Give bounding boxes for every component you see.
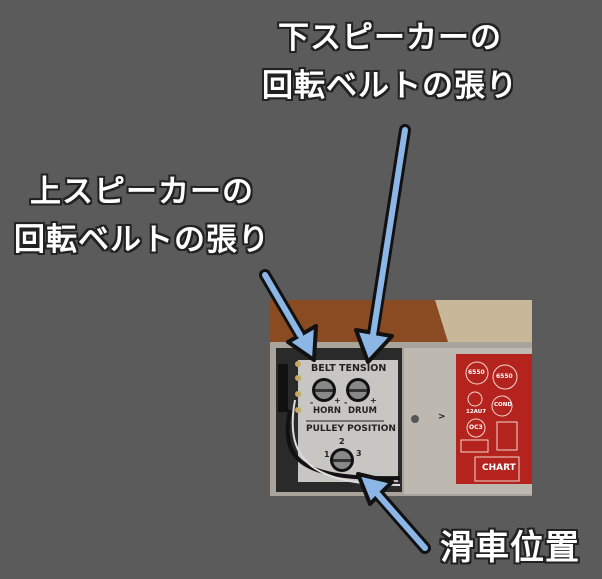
- pulley-knob[interactable]: [330, 448, 354, 472]
- tube-6550-a: 6550: [468, 369, 485, 376]
- drum-minus: -: [344, 398, 348, 407]
- drum-label: DRUM: [348, 406, 377, 416]
- tube-cond: COND: [494, 402, 512, 408]
- horn-label: HORN: [313, 406, 341, 416]
- lower-speaker-belt-caption: 下スピーカーの 回転ベルトの張り: [262, 14, 518, 110]
- drum-plus: +: [370, 396, 377, 405]
- chart-label: CHART: [482, 463, 516, 473]
- caption-line: 下スピーカーの: [278, 20, 502, 56]
- caption-line: 回転ベルトの張り: [14, 222, 270, 258]
- arrow-upper-speaker: [259, 269, 318, 362]
- pulley-pos-2: 2: [339, 437, 345, 446]
- caption-line: 上スピーカーの: [30, 174, 254, 210]
- tube-oc3: OC3: [469, 424, 483, 431]
- horn-knob[interactable]: [312, 378, 336, 402]
- arrow-pulley: [356, 472, 431, 554]
- horn-minus: -: [310, 398, 314, 407]
- tube-6550-b: 6550: [496, 373, 513, 380]
- carpet: [435, 300, 532, 342]
- pulley-pos-1: 1: [324, 450, 330, 459]
- horn-plus: +: [334, 396, 341, 405]
- chevron-icon: >: [438, 412, 446, 422]
- pulley-pos-3: 3: [356, 449, 362, 458]
- pulley-position-label: PULLEY POSITION: [306, 424, 396, 434]
- drum-knob[interactable]: [346, 378, 370, 402]
- pulley-position-caption: 滑車位置: [440, 528, 580, 568]
- upper-speaker-belt-caption: 上スピーカーの 回転ベルトの張り: [14, 168, 270, 264]
- caption-line: 回転ベルトの張り: [262, 68, 518, 104]
- tube-12au7: 12AU7: [466, 409, 487, 415]
- belt-tension-label: BELT TENSION: [311, 363, 387, 374]
- arrow-lower-speaker: [354, 124, 411, 364]
